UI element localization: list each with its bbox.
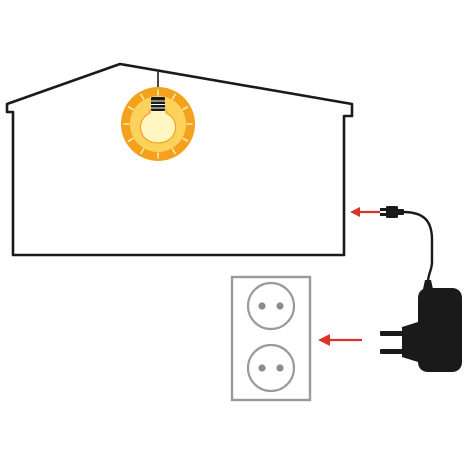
- adapter-body: [418, 288, 462, 372]
- double-wall-socket-icon: [230, 275, 312, 402]
- arrow-to-socket: [318, 334, 362, 346]
- house: [5, 62, 354, 257]
- bulb-ray: [171, 148, 176, 155]
- bulb-ray: [127, 137, 134, 142]
- power-adapter-icon: [380, 280, 462, 372]
- bulb-ray: [140, 148, 145, 155]
- light-bulb-icon: [121, 87, 195, 161]
- dc-plug-icon: [380, 206, 404, 218]
- arrow-head: [318, 334, 330, 346]
- bulb-ray: [182, 106, 189, 111]
- adapter-prong-top: [380, 331, 404, 336]
- arrow-head: [350, 207, 360, 217]
- ceiling-lamp: [121, 72, 195, 161]
- bulb-ray: [127, 106, 134, 111]
- socket-outlet-bottom: [246, 343, 296, 393]
- bulb-rays: [123, 89, 193, 159]
- bulb-ray: [182, 137, 189, 142]
- arrow-to-house: [350, 207, 380, 217]
- bulb-ray: [171, 93, 176, 100]
- adapter-prong-bottom: [380, 349, 404, 354]
- adapter-cable: [401, 210, 434, 284]
- socket-outlet-top: [246, 281, 296, 331]
- bulb-ray: [140, 93, 145, 100]
- house-outline: [5, 62, 354, 257]
- bulb-glass: [139, 109, 177, 144]
